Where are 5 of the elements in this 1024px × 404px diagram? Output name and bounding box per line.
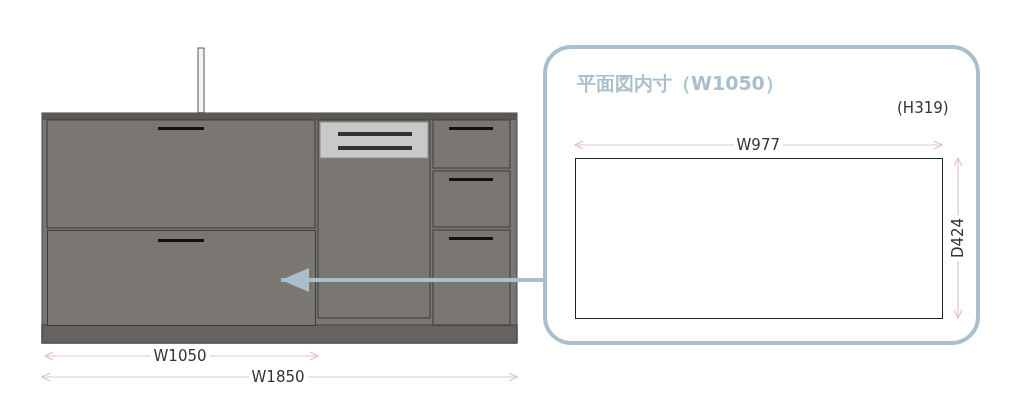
plan-panel <box>543 45 980 345</box>
arrow <box>281 268 543 292</box>
drawer-front <box>47 230 316 326</box>
panel-title: 平面図内寸（W1050） <box>577 71 784 96</box>
plan-outline <box>575 158 943 319</box>
